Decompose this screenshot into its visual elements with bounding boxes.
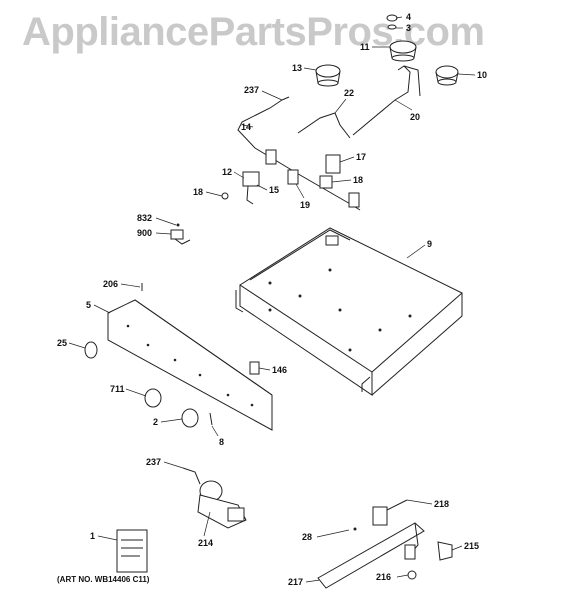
switch-146: [249, 361, 260, 375]
burner-head-13: [315, 64, 341, 87]
callout-20: 20: [410, 112, 420, 122]
callout-15: 15: [269, 185, 279, 195]
art-number: (ART NO. WB14406 C11): [57, 575, 150, 584]
callout-19: 19: [300, 200, 310, 210]
callout-12: 12: [222, 167, 232, 177]
callout-146: 146: [272, 365, 287, 375]
callout-832: 832: [137, 213, 152, 223]
callout-18-left: 18: [193, 187, 203, 197]
callout-25: 25: [57, 338, 67, 348]
callout-28: 28: [302, 532, 312, 542]
leader-lines: [68, 16, 476, 583]
callout-217: 217: [288, 577, 303, 587]
callout-214: 214: [198, 538, 213, 548]
pressure-regulator: [182, 467, 247, 529]
screw-8: [209, 412, 213, 426]
burner-head-11: [389, 40, 417, 62]
callout-14: 14: [241, 122, 251, 132]
callout-5: 5: [86, 300, 91, 310]
callout-10: 10: [477, 70, 487, 80]
callout-13: 13: [292, 63, 302, 73]
burner-head-10: [435, 65, 459, 86]
burner-cap-small: [386, 14, 398, 30]
control-panel: [107, 299, 273, 431]
callout-215: 215: [464, 541, 479, 551]
callout-900: 900: [137, 228, 152, 238]
callout-1: 1: [90, 531, 95, 541]
igniter-assembly: [317, 499, 453, 589]
callout-17: 17: [356, 152, 366, 162]
callout-218: 218: [434, 499, 449, 509]
callout-237-bottom: 237: [146, 457, 161, 467]
callout-8: 8: [219, 437, 224, 447]
burner-valve: [221, 171, 260, 205]
callout-216: 216: [376, 572, 391, 582]
callout-206: 206: [103, 279, 118, 289]
ignition-bracket: [170, 223, 191, 245]
callout-11: 11: [360, 42, 370, 52]
callout-4: 4: [406, 12, 411, 22]
callout-2: 2: [153, 417, 158, 427]
callout-9: 9: [427, 239, 432, 249]
callout-3: 3: [406, 23, 411, 33]
gas-tube-22: [297, 112, 351, 139]
callout-22: 22: [344, 88, 354, 98]
callout-237-top: 237: [244, 85, 259, 95]
owners-manual: [116, 529, 148, 573]
gas-tube-20: [352, 65, 421, 136]
manifold-pipe: [237, 96, 361, 211]
control-knob-711: [144, 388, 162, 408]
control-knob-2: [181, 408, 199, 428]
callout-18-right: 18: [353, 175, 363, 185]
burner-box: [235, 227, 463, 396]
knob-25: [84, 341, 98, 359]
callout-711: 711: [110, 384, 125, 394]
callout-labels: 4 3 11 13 10 237 22 14 20 12 17 15 18 18…: [57, 12, 487, 587]
